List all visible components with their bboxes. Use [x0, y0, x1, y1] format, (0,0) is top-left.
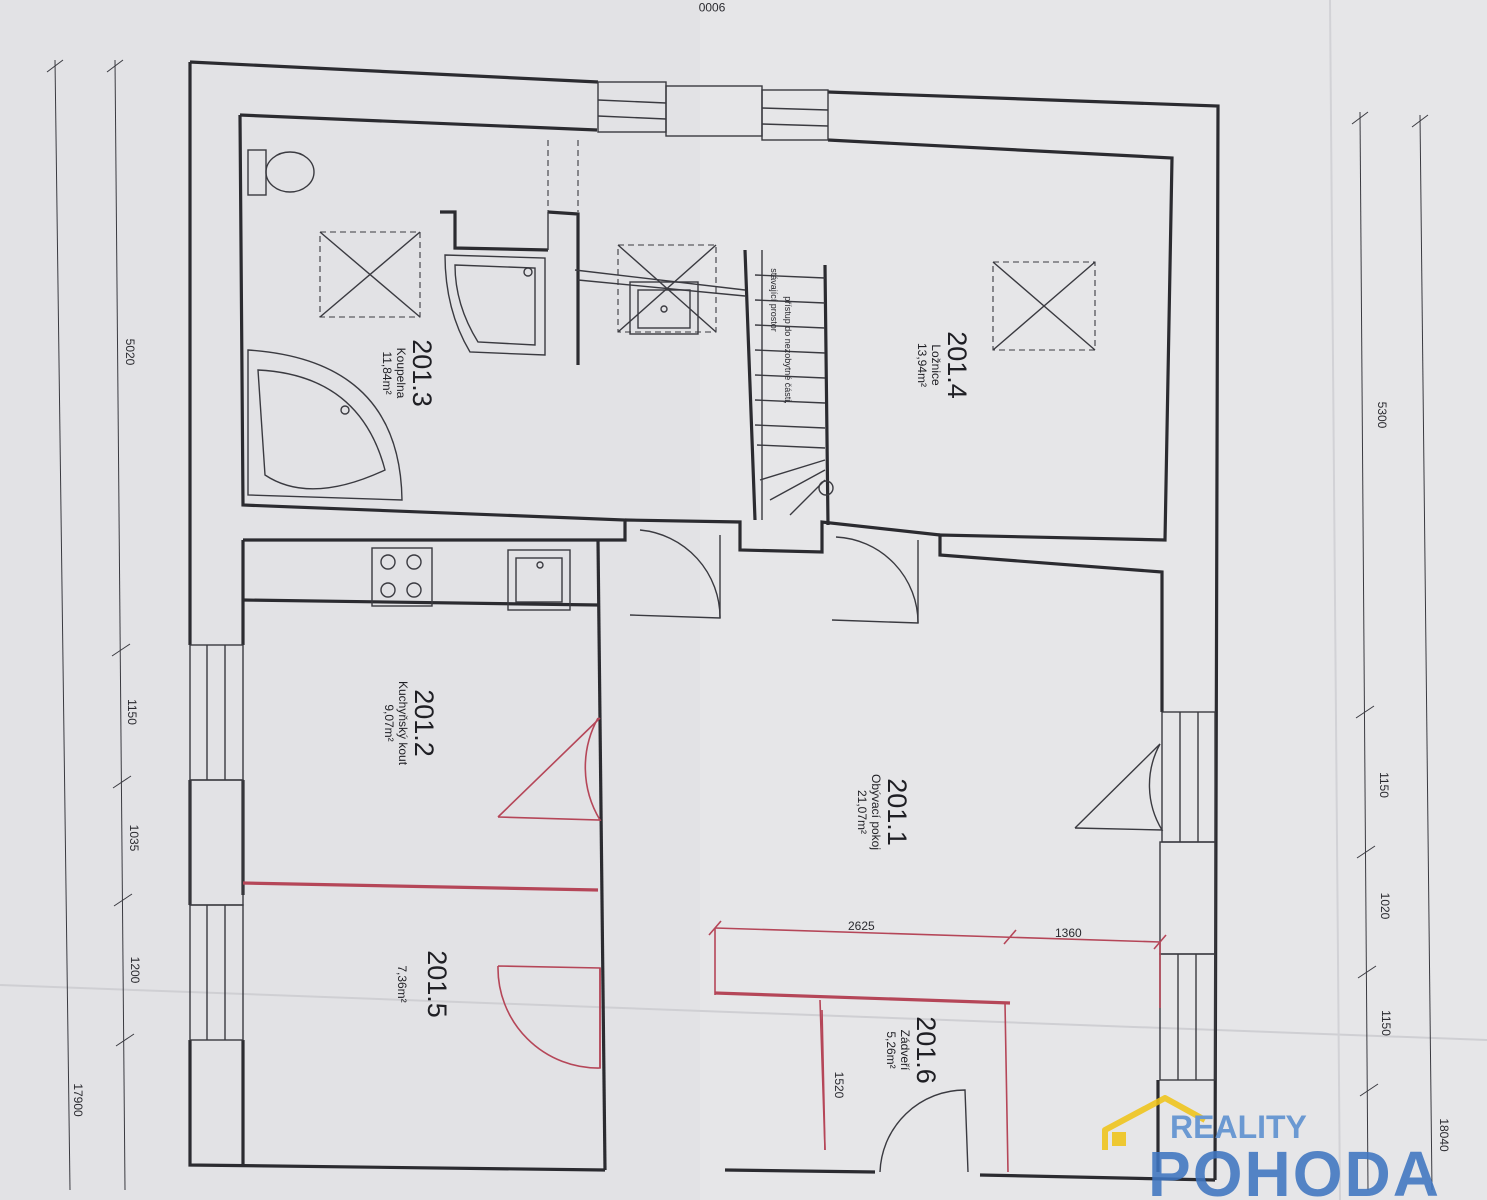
svg-text:201.2: 201.2: [409, 689, 439, 757]
room-label-201-4: 201.4 Ložnice 13,94m²: [915, 331, 972, 399]
dimension-lines-left: [46, 59, 135, 1191]
svg-text:11,84m²: 11,84m²: [380, 351, 394, 394]
doors: [497, 529, 1164, 1173]
svg-text:Kuchyňský kout: Kuchyňský kout: [396, 681, 410, 766]
dim-right-3: 1150: [1379, 1010, 1393, 1036]
room-label-201-5: 201.5 7,36m²: [395, 950, 452, 1018]
room-label-201-2: 201.2 Kuchyňský kout 9,07m²: [382, 681, 439, 766]
svg-text:5,26m²: 5,26m²: [884, 1031, 898, 1068]
svg-text:21,07m²: 21,07m²: [855, 790, 869, 834]
svg-text:7,36m²: 7,36m²: [395, 965, 409, 1002]
room-label-201-3: 201.3 Koupelna 11,84m²: [380, 339, 437, 407]
dim-inner-a: 2625: [848, 919, 875, 933]
fixtures: [247, 149, 1096, 611]
dim-left-2: 1035: [127, 825, 141, 852]
staircase: [754, 250, 834, 520]
svg-text:Koupelna: Koupelna: [394, 348, 408, 399]
dim-right-1: 1150: [1377, 772, 1391, 798]
svg-text:201.4: 201.4: [942, 331, 972, 399]
svg-text:201.1: 201.1: [882, 778, 912, 846]
reality-pohoda-logo: REALITY POHODA: [1102, 1095, 1441, 1200]
logo-line2: POHODA: [1148, 1138, 1441, 1200]
stair-note-line2: stávající prostor: [769, 268, 779, 332]
dim-inner-c: 1520: [832, 1072, 846, 1099]
inner-dimensions: [708, 920, 1167, 1151]
svg-text:9,07m²: 9,07m²: [382, 704, 396, 741]
svg-text:201.6: 201.6: [911, 1016, 941, 1084]
dim-left-top: 5020: [123, 339, 137, 366]
dim-right-top: 5300: [1375, 402, 1389, 429]
dim-left-3: 1200: [128, 957, 142, 984]
stair-note-line1: přístup do nezobytné části,: [783, 296, 793, 404]
dim-inner-b: 1360: [1055, 926, 1082, 940]
svg-text:13,94m²: 13,94m²: [915, 343, 929, 387]
dim-left-total: 17900: [71, 1083, 85, 1117]
svg-text:201.3: 201.3: [407, 339, 437, 407]
dim-right-total: 18040: [1437, 1118, 1451, 1152]
dim-right-2: 1020: [1378, 893, 1392, 920]
room-label-201-1: 201.1 Obývací pokoj 21,07m²: [855, 774, 912, 850]
dimension-lines-right: [1351, 111, 1433, 1191]
svg-text:Obývací pokoj: Obývací pokoj: [869, 774, 883, 850]
dim-top: 9000: [698, 0, 725, 14]
room-label-201-6: 201.6 Zádveří 5,26m²: [884, 1016, 941, 1084]
dim-left-1: 1150: [125, 699, 139, 725]
svg-text:Ložnice: Ložnice: [929, 344, 943, 386]
logo-line1: REALITY: [1170, 1109, 1307, 1145]
interior-walls: [238, 114, 1011, 1173]
svg-text:201.5: 201.5: [422, 950, 452, 1018]
svg-text:Zádveří: Zádveří: [898, 1030, 912, 1071]
